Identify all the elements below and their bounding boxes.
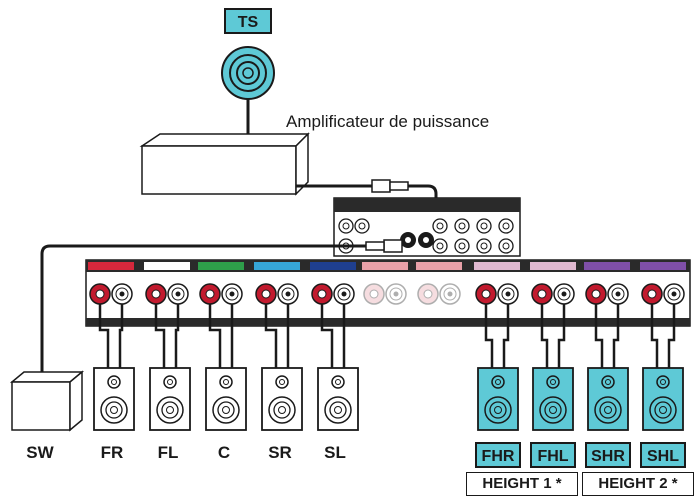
subwoofer-preout-jack: [400, 232, 434, 248]
channel-color-bar: [362, 262, 408, 270]
sl-label: SL: [324, 443, 346, 462]
sw-cable: [40, 244, 384, 372]
preout-jack: [338, 218, 354, 234]
terminal-pair: [363, 283, 407, 305]
preout-jack: [498, 238, 514, 254]
terminal-pair: [145, 283, 189, 305]
floor-speaker: [317, 367, 359, 431]
preout-jack: [354, 218, 370, 234]
speaker-cable-negative: [118, 304, 124, 368]
speaker-cable-positive: [320, 304, 334, 368]
terminal-pair: [255, 283, 299, 305]
fr-label: FR: [100, 443, 124, 462]
sw-label: SW: [26, 443, 54, 462]
speaker-cables: [98, 304, 676, 368]
fl-label: FL: [157, 443, 179, 462]
speaker-cable-positive: [650, 304, 659, 368]
fhl-tag: FHL: [530, 442, 576, 468]
channel-color-bar: [416, 262, 462, 270]
rca-plug-sw: [365, 239, 403, 253]
speaker-cable-positive: [540, 304, 549, 368]
channel-color-bar: [310, 262, 356, 270]
floor-speaker: [205, 367, 247, 431]
speaker-cable-positive: [98, 304, 110, 368]
channel-color-bar: [474, 262, 520, 270]
height-speaker: [642, 367, 684, 431]
channel-color-bar: [144, 262, 190, 270]
channel-color-bar: [254, 262, 300, 270]
preout-jack: [498, 218, 514, 234]
floor-speaker: [93, 367, 135, 431]
terminal-pair: [417, 283, 461, 305]
height-speaker: [587, 367, 629, 431]
fhr-tag: FHR: [475, 442, 521, 468]
sr-label: SR: [268, 443, 292, 462]
speaker-cable-negative: [557, 304, 566, 368]
height-1-group-label: HEIGHT 1 *: [466, 472, 578, 496]
speaker-cable-negative: [174, 304, 180, 368]
channel-color-bar: [88, 262, 134, 270]
preout-jack: [454, 238, 470, 254]
channel-color-bar: [640, 262, 686, 270]
speaker-cable-positive: [594, 304, 604, 368]
rca-plug-amp: [371, 179, 409, 193]
terminal-pair: [531, 283, 575, 305]
speaker-cable-negative: [667, 304, 676, 368]
speaker-cable-negative: [502, 304, 510, 368]
subwoofer: [9, 370, 85, 432]
preout-jack: [454, 218, 470, 234]
c-label: C: [217, 443, 231, 462]
height-speaker: [532, 367, 574, 431]
channel-color-bar: [530, 262, 576, 270]
speaker-cable-positive: [484, 304, 494, 368]
amplifier-label: Amplificateur de puissance: [286, 112, 490, 131]
shl-tag: SHL: [640, 442, 686, 468]
floor-speaker: [261, 367, 303, 431]
terminal-pair: [641, 283, 685, 305]
preout-jack: [476, 238, 492, 254]
preout-jack: [476, 218, 492, 234]
channel-color-bar: [198, 262, 244, 270]
speaker-cable-positive: [208, 304, 222, 368]
speaker-cable-positive: [154, 304, 166, 368]
preout-jack: [432, 238, 448, 254]
ts-tag: TS: [224, 8, 272, 34]
terminal-pair: [585, 283, 629, 305]
rca-cable-down: [408, 184, 438, 250]
speaker-cable-positive: [264, 304, 278, 368]
shr-tag: SHR: [585, 442, 631, 468]
height-2-group-label: HEIGHT 2 *: [582, 472, 694, 496]
height-speaker: [477, 367, 519, 431]
speaker-terminal-strip: [85, 259, 691, 327]
speaker-cable-negative: [612, 304, 620, 368]
terminal-pair: [475, 283, 519, 305]
floor-speaker: [149, 367, 191, 431]
channel-color-bar: [584, 262, 630, 270]
terminal-pair: [311, 283, 355, 305]
top-speaker: [221, 46, 275, 100]
preout-jack: [432, 218, 448, 234]
power-amplifier: [139, 132, 310, 196]
